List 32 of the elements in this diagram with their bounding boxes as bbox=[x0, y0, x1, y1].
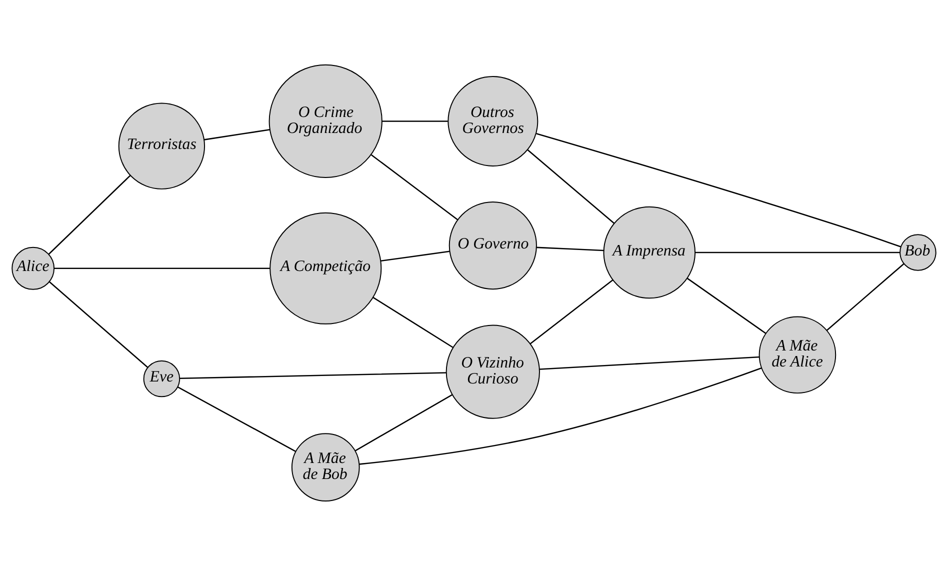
node-circle: Alice bbox=[12, 246, 55, 290]
connector bbox=[826, 262, 904, 330]
node-circle: A Competição bbox=[270, 212, 382, 324]
connector bbox=[530, 278, 614, 344]
connector bbox=[695, 251, 900, 253]
node-circle: A Mãe de Bob bbox=[291, 432, 360, 501]
node-circle: O Crime Organizado bbox=[268, 64, 382, 178]
connector bbox=[686, 277, 766, 334]
connector bbox=[536, 132, 901, 247]
connector bbox=[48, 174, 131, 254]
connector bbox=[540, 356, 760, 370]
connector bbox=[536, 246, 604, 251]
connector bbox=[382, 120, 448, 122]
connector bbox=[527, 149, 615, 224]
node-circle: Bob bbox=[900, 234, 936, 270]
connector bbox=[372, 296, 454, 348]
connector bbox=[48, 280, 148, 368]
connector bbox=[54, 267, 270, 269]
connector bbox=[355, 394, 453, 451]
node-circle: A Imprensa bbox=[603, 206, 696, 298]
connector bbox=[359, 366, 762, 464]
connector bbox=[177, 386, 296, 452]
node-circle: Outros Governos bbox=[448, 75, 538, 166]
connector bbox=[180, 372, 446, 379]
node-circle: Eve bbox=[143, 360, 180, 397]
node-circle: Terroristas bbox=[118, 102, 206, 189]
connector bbox=[370, 154, 458, 220]
node-circle: A Mãe de Alice bbox=[758, 316, 836, 394]
node-circle: O Vizinho Curioso bbox=[446, 324, 540, 418]
connector bbox=[204, 128, 270, 140]
connector bbox=[380, 250, 450, 262]
node-circle: O Governo bbox=[448, 200, 537, 290]
